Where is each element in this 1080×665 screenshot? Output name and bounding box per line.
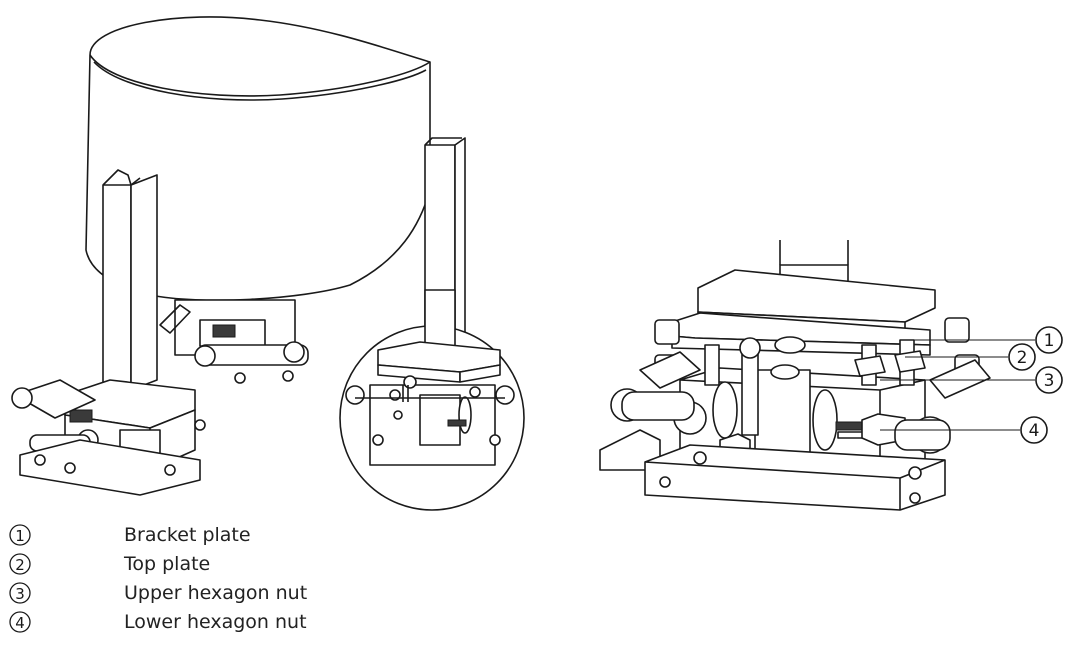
- legend-number-4: 4: [9, 611, 31, 633]
- svg-text:3: 3: [15, 585, 25, 603]
- legend-item-3: 3 Upper hexagon nut: [0, 578, 600, 610]
- legend-number-1: 1: [9, 524, 31, 546]
- callout-2: 2: [1008, 343, 1036, 371]
- legend-label-1: Bracket plate: [124, 524, 251, 546]
- rear-load-cell: [159, 299, 309, 384]
- legend-label-4: Lower hexagon nut: [124, 611, 307, 633]
- left-front-post: [102, 169, 158, 391]
- tank-rim: [89, 54, 431, 97]
- svg-text:4: 4: [1029, 421, 1040, 441]
- callout-1: 1: [1035, 326, 1063, 354]
- callout-4: 4: [1020, 416, 1048, 444]
- svg-text:2: 2: [1017, 348, 1028, 368]
- svg-text:3: 3: [1044, 371, 1055, 391]
- svg-text:2: 2: [15, 556, 25, 574]
- tank-assembly-view: [11, 16, 525, 511]
- detail-magnifier: [339, 289, 525, 511]
- legend-number-3: 3: [9, 582, 31, 604]
- svg-text:4: 4: [15, 614, 25, 632]
- legend-item-2: 2 Top plate: [0, 549, 600, 581]
- legend-item-4: 4 Lower hexagon nut: [0, 607, 600, 639]
- legend-label-3: Upper hexagon nut: [124, 582, 308, 604]
- legend-label-2: Top plate: [124, 553, 211, 575]
- svg-text:1: 1: [1044, 331, 1055, 351]
- upper-hexagon-nut: [770, 336, 926, 380]
- legend-number-2: 2: [9, 553, 31, 575]
- left-front-load-cell: [11, 379, 206, 496]
- svg-text:1: 1: [15, 527, 25, 545]
- legend-item-1: 1 Bracket plate: [0, 520, 600, 552]
- callout-3: 3: [1035, 366, 1063, 394]
- load-cell-detail-view: 1 2 3 4: [599, 240, 1063, 511]
